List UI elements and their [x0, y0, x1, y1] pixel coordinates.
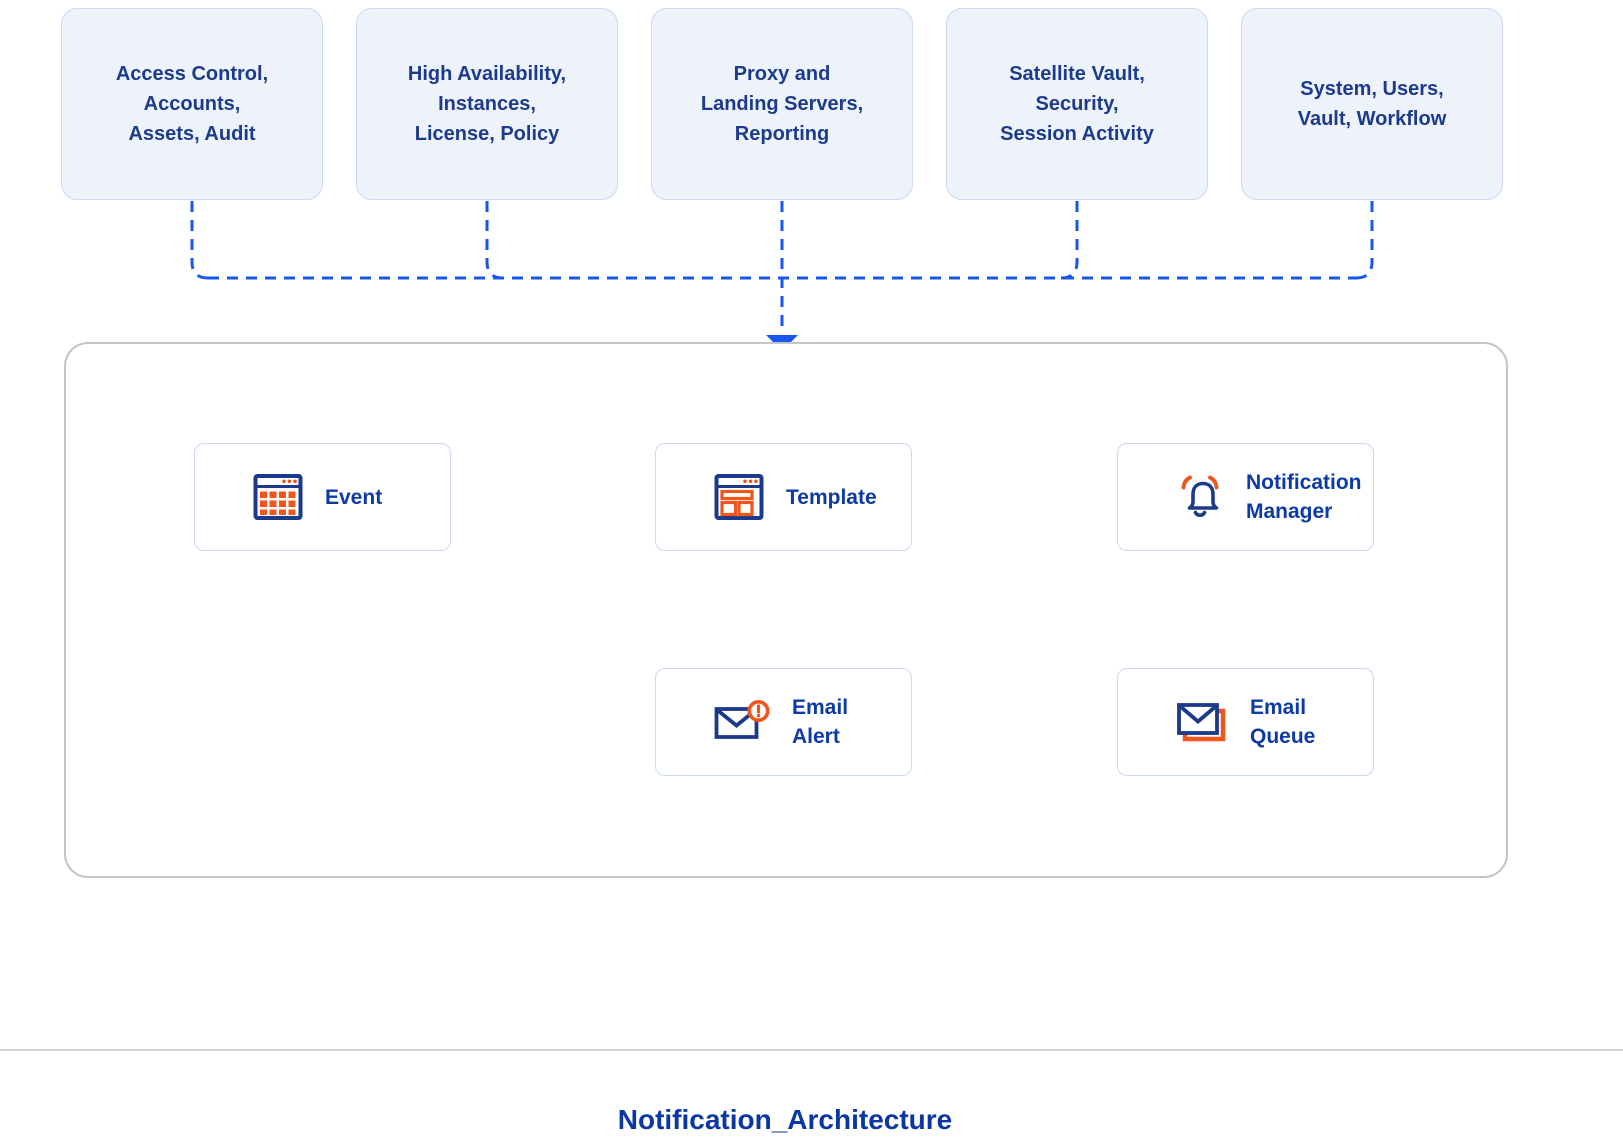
source-box-line: Instances,: [438, 93, 536, 115]
footer-divider: [0, 1049, 1623, 1051]
node-label: Email Queue: [1250, 696, 1316, 748]
source-box-line: Landing Servers,: [700, 93, 864, 115]
source-box-line: Reporting: [734, 123, 830, 145]
diagram-title: Notification_Architecture: [617, 1104, 953, 1135]
node-label: Email Alert: [792, 696, 849, 748]
node-notification-manager: Notification Manager: [1117, 443, 1374, 551]
node-event: Event: [194, 443, 451, 551]
node-label: Template: [786, 485, 877, 509]
bell-ring-icon: [1176, 472, 1224, 522]
source-box-proxy-landing: Proxy and Landing Servers, Reporting: [651, 8, 913, 200]
node-template: Template: [655, 443, 912, 551]
envelope-stack-icon: [1176, 700, 1228, 744]
source-box-line: Accounts,: [143, 93, 241, 115]
connector-box2: [485, 201, 504, 280]
source-box-high-availability: High Availability, Instances, License, P…: [356, 8, 618, 200]
source-box-line: System, Users,: [1300, 78, 1444, 100]
source-box-line: Proxy and: [733, 63, 831, 85]
connector-box5: [1355, 201, 1374, 280]
node-email-alert: Email Alert: [655, 668, 912, 776]
browser-template-icon: [714, 473, 764, 521]
source-box-system-users: System, Users, Vault, Workflow: [1241, 8, 1503, 200]
connector-box1: [190, 201, 209, 280]
source-box-line: High Availability,: [407, 63, 567, 85]
source-box-access-control: Access Control, Accounts, Assets, Audit: [61, 8, 323, 200]
notification-system-container: [64, 342, 1508, 878]
envelope-alert-icon: [714, 700, 770, 744]
source-box-line: Security,: [1035, 93, 1119, 115]
source-box-line: Session Activity: [1000, 123, 1154, 145]
source-box-line: Access Control,: [115, 63, 269, 85]
connector-box4: [1060, 201, 1079, 280]
calendar-grid-icon: [253, 473, 303, 521]
source-box-line: License, Policy: [414, 123, 560, 145]
source-box-satellite-vault: Satellite Vault, Security, Session Activ…: [946, 8, 1208, 200]
source-box-line: Satellite Vault,: [1009, 63, 1145, 85]
node-email-queue: Email Queue: [1117, 668, 1374, 776]
node-label: Notification Manager: [1246, 471, 1362, 523]
source-box-line: Vault, Workflow: [1297, 108, 1447, 130]
node-label: Event: [325, 485, 383, 509]
source-box-line: Assets, Audit: [128, 123, 256, 145]
